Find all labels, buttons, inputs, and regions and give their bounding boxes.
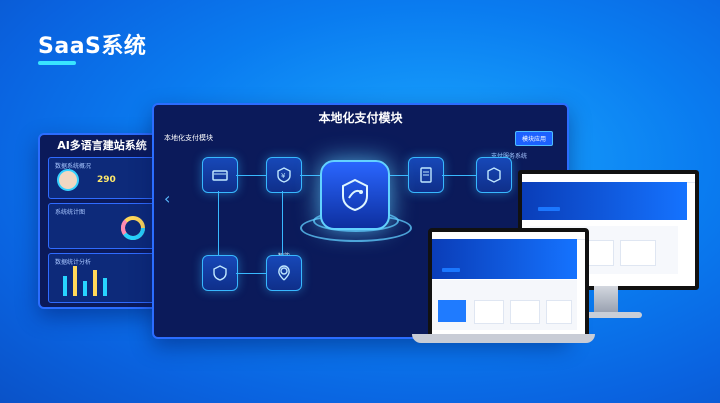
avatar	[57, 169, 79, 191]
donut-chart	[121, 216, 145, 240]
link-line	[378, 175, 408, 176]
laptop-hero	[432, 239, 577, 279]
chart-label: 系统统计图	[55, 209, 86, 216]
link-line	[218, 191, 219, 255]
main-panel-title: 本地化支付模块	[318, 111, 403, 125]
profile-label: 数据系统概况	[55, 163, 92, 170]
svg-text:¥: ¥	[281, 172, 286, 180]
link-line	[236, 273, 266, 274]
laptop-button[interactable]	[442, 268, 460, 272]
link-line	[236, 175, 266, 176]
note-label: 支付服务系统	[490, 153, 527, 160]
document-icon	[420, 167, 432, 183]
hero-title: SaaS系统	[38, 34, 147, 59]
monitor-hero	[522, 182, 687, 220]
module-node-cube	[476, 157, 512, 193]
bar	[63, 276, 67, 296]
laptop-screen	[428, 228, 589, 342]
module-node-document	[408, 157, 444, 193]
bar	[73, 266, 77, 296]
laptop-feature-card	[546, 300, 572, 324]
module-node-left	[202, 157, 238, 193]
module-badge[interactable]: 模块应用	[514, 131, 553, 146]
payment-shield-icon	[342, 178, 368, 212]
hero-underline	[38, 61, 76, 65]
bar	[83, 281, 87, 296]
monitor-button[interactable]	[538, 207, 560, 211]
monitor-stand	[594, 286, 618, 312]
bar	[103, 278, 107, 296]
donut-card: 系统统计图	[48, 203, 156, 249]
left-dashboard-panel: AI多语言建站系统 数据系统概况 290 系统统计图 数据统计分析	[38, 133, 166, 309]
module-node-location	[266, 255, 302, 291]
bars-label: 数据统计分析	[55, 259, 92, 266]
laptop-feature-card	[474, 300, 504, 324]
currency-icon: ¥	[277, 167, 291, 183]
laptop-feature-card	[438, 300, 466, 322]
main-panel-subtitle: 本地化支付模块	[164, 134, 213, 142]
module-node-shield	[202, 255, 238, 291]
link-line	[282, 191, 283, 255]
card-icon	[212, 170, 228, 181]
stat-value: 290	[97, 175, 116, 185]
monitor-feature-card	[620, 240, 656, 266]
location-icon	[278, 265, 290, 281]
laptop-base	[412, 334, 595, 343]
prev-arrow[interactable]: ‹	[164, 189, 171, 208]
payment-hub	[320, 160, 390, 230]
shield-icon	[213, 265, 227, 281]
left-panel-title: AI多语言建站系统	[57, 139, 147, 152]
profile-card: 数据系统概况 290	[48, 157, 156, 199]
link-line	[442, 175, 476, 176]
cube-icon	[487, 167, 501, 183]
module-node-currency: ¥	[266, 157, 302, 193]
monitor-foot	[570, 312, 642, 318]
laptop-feature-card	[510, 300, 540, 324]
bars-card: 数据统计分析	[48, 253, 156, 303]
bar	[93, 270, 97, 296]
